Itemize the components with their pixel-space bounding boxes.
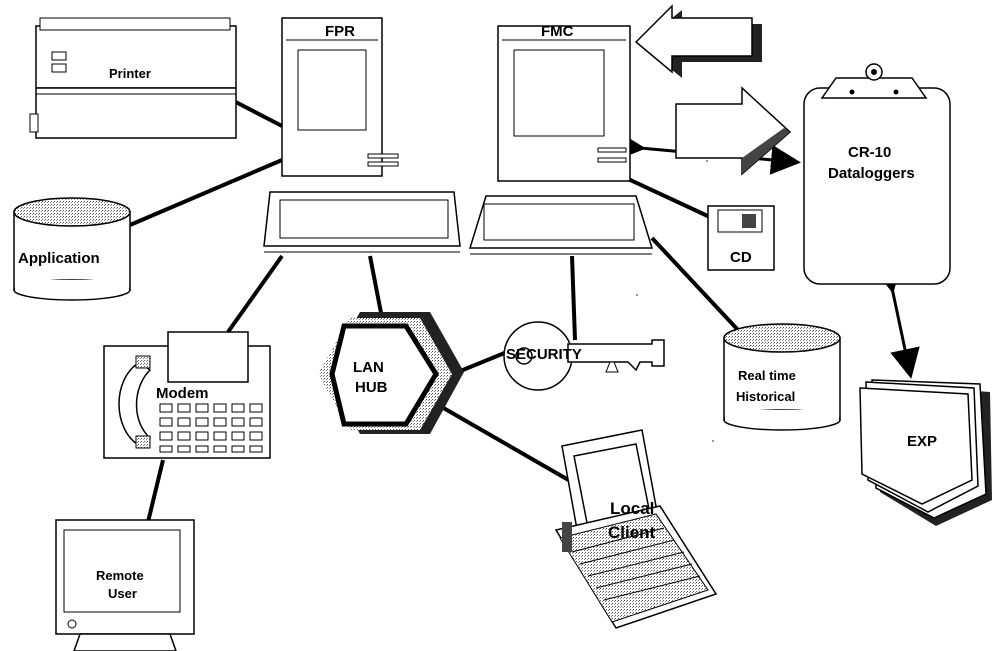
- printer-label: Printer: [109, 66, 151, 81]
- fpr-computer: FPR: [263, 17, 461, 253]
- application-label: Application: [18, 250, 100, 267]
- exp-label: EXP: [907, 433, 937, 450]
- security-label: SECURITY: [506, 346, 582, 363]
- lan-label-line2: HUB: [355, 379, 388, 396]
- local-client-label-line1: Local: [610, 499, 654, 518]
- fmc-computer: FMC: [468, 23, 654, 255]
- link-printer-fpr: [227, 96, 283, 128]
- link-modem-fpr: [226, 254, 284, 334]
- modem-device: Modem: [103, 331, 271, 459]
- link-application-fpr: [129, 158, 283, 227]
- link-fmc-realtime: [650, 236, 740, 332]
- modem-label: Modem: [156, 385, 209, 402]
- remote-user-monitor: Remote User: [55, 519, 195, 651]
- application-database: Application: [13, 197, 131, 301]
- arrow-left-block-icon: [634, 4, 762, 78]
- remote-user-label-line2: User: [108, 586, 137, 601]
- printer-device: Printer: [29, 17, 237, 139]
- arrow-right-block-icon: [675, 86, 792, 176]
- local-client-label-line2: Client: [608, 523, 656, 542]
- link-lan-local-client: [439, 404, 573, 484]
- security-key-icon: SECURITY: [503, 321, 665, 391]
- link-fmc-cd: [625, 176, 713, 220]
- arrow-cr10-exp: [872, 261, 920, 379]
- realtime-historical-database: Real time Historical: [723, 323, 841, 431]
- exp-document: EXP: [859, 379, 992, 526]
- link-lan-fpr: [368, 255, 384, 319]
- fpr-label: FPR: [325, 23, 355, 40]
- cd-label: CD: [730, 249, 752, 266]
- lan-label-line1: LAN: [353, 359, 384, 376]
- link-modem-remote: [146, 459, 165, 523]
- fmc-label: FMC: [541, 23, 574, 40]
- remote-user-label-line1: Remote: [96, 568, 144, 583]
- realtime-label-line1: Real time: [738, 368, 796, 383]
- cd-drive: CD: [707, 205, 775, 271]
- cr10-clipboard: CR-10 Dataloggers: [803, 63, 951, 285]
- lan-hub: LAN HUB: [318, 312, 464, 434]
- cr10-label-line1: CR-10: [848, 144, 891, 161]
- link-lan-fmc: [570, 255, 577, 341]
- scan-specks: [636, 160, 714, 442]
- local-client-laptop: Local Client: [554, 429, 718, 629]
- cr10-label-line2: Dataloggers: [828, 165, 915, 182]
- realtime-label-line2: Historical: [736, 389, 795, 404]
